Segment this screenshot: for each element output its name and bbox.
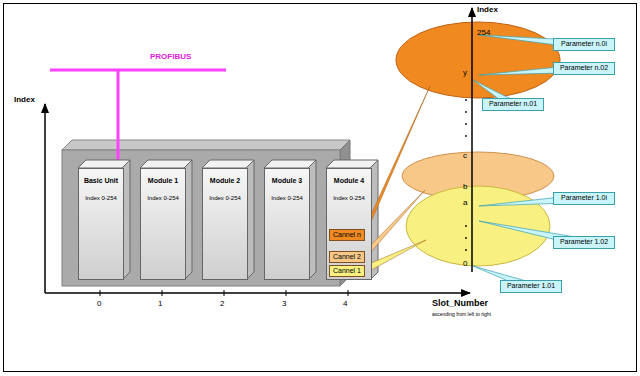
channel-box: Cannel 1 <box>329 265 365 277</box>
module-box: Basic UnitIndex 0-254 <box>78 168 124 280</box>
axis-title: Index <box>477 6 498 15</box>
index-range: Index 0-254 <box>204 195 246 202</box>
node-title: Cannel 1 <box>332 267 362 275</box>
parameter-callout: Parameter 1.0i <box>553 192 615 205</box>
index-range: Index 0-254 <box>266 195 308 202</box>
axis-tick: 254 <box>477 29 490 38</box>
parameter-callout: Parameter 1.02 <box>553 236 615 249</box>
axis-tick: 0 <box>463 260 467 269</box>
parameter-callout: Parameter 1.01 <box>500 280 562 293</box>
axis-tick: 4 <box>343 300 347 309</box>
axis-tick: 0 <box>97 300 101 309</box>
channel-box: Cannel n <box>329 229 365 241</box>
axis-note: ascending from left to right <box>432 312 496 318</box>
axis-tick: 3 <box>282 300 286 309</box>
node-title: Parameter 1.02 <box>557 238 611 246</box>
parameter-callout: Parameter n.01 <box>482 98 544 111</box>
parameter-callout: Parameter n.02 <box>553 62 615 75</box>
node-title: Module 2 <box>204 177 246 185</box>
profibus-line <box>50 70 226 162</box>
axis-tick: b <box>463 183 467 192</box>
node-title: Parameter 1.01 <box>504 282 558 290</box>
axis-title: Slot_Number <box>432 299 488 309</box>
axes <box>45 104 470 296</box>
axis-tick: 1 <box>158 300 162 309</box>
node-title: Module 3 <box>266 177 308 185</box>
callout-wedges <box>364 86 430 274</box>
axis-tick: 2 <box>220 300 224 309</box>
axis-tick: a <box>463 199 467 208</box>
axis-tick: y <box>463 69 467 78</box>
index-axis <box>465 8 472 272</box>
node-title: Parameter n.0i <box>557 40 611 48</box>
node-title: Cannel 2 <box>332 253 362 261</box>
module-faces <box>78 160 378 280</box>
frame <box>4 4 637 372</box>
channel-box: Cannel 2 <box>329 251 365 263</box>
base-plate <box>62 140 350 286</box>
module-box: Module 1 Index 0-254 <box>140 168 186 280</box>
node-title: Module 4 <box>328 177 370 185</box>
index-range: Index 0-254 <box>80 195 122 202</box>
bus-label: PROFIBUS <box>150 53 191 62</box>
node-title: Module 1 <box>142 177 184 185</box>
node-title: Parameter n.01 <box>486 100 540 108</box>
module-box: Module 4 Index 0-254Cannel n Cannel 2 Canne… <box>326 168 372 280</box>
node-title: Parameter n.02 <box>557 64 611 72</box>
index-range: Index 0-254 <box>142 195 184 202</box>
axis-title: Index <box>14 96 35 105</box>
index-range: Index 0-254 <box>328 195 370 202</box>
node-title: Parameter 1.0i <box>557 194 611 202</box>
module-box: Module 3 Index 0-254 <box>264 168 310 280</box>
parameter-callout: Parameter n.0i <box>553 38 615 51</box>
node-title: Cannel n <box>332 231 362 239</box>
axis-tick: c <box>463 152 467 161</box>
node-title: Basic Unit <box>80 177 122 185</box>
module-box: Module 2 Index 0-254 <box>202 168 248 280</box>
parameter-ellipses <box>396 22 560 266</box>
